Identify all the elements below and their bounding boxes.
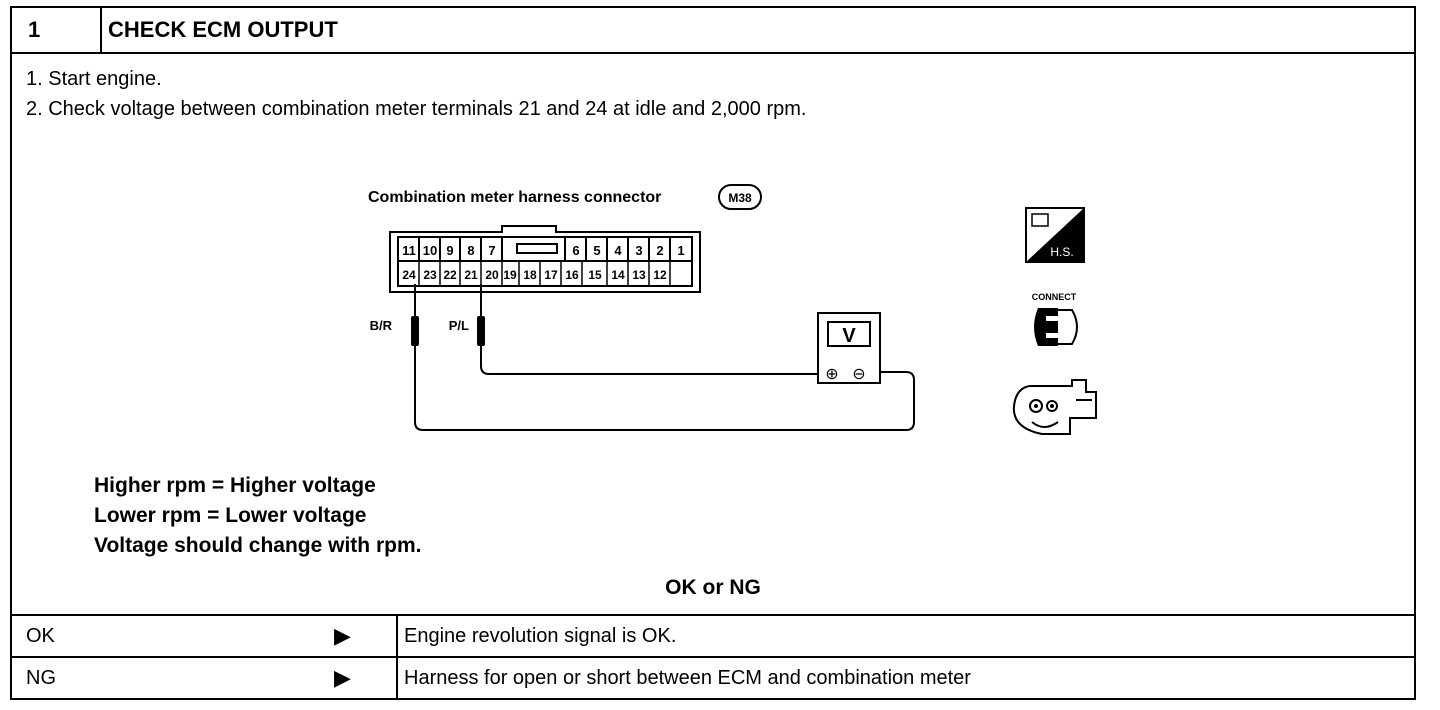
wire-b-r <box>414 346 915 431</box>
wire-p-l <box>480 346 820 375</box>
step-title: CHECK ECM OUTPUT <box>108 17 338 42</box>
procedure-sheet: 1 CHECK ECM OUTPUT 1. Start engine. 2. C… <box>10 6 1416 700</box>
terminal-9: 9 <box>446 243 453 258</box>
result-ng-text: Harness for open or short between ECM an… <box>404 667 971 689</box>
probe-p-l: P/L <box>449 284 485 346</box>
wiring-diagram: Combination meter harness connector M38 <box>368 184 1097 435</box>
wire-label-p-l: P/L <box>449 318 469 333</box>
step-number: 1 <box>12 8 102 52</box>
result-divider <box>396 658 398 698</box>
instruction-step-1: 1. Start engine. <box>26 68 162 90</box>
harness-connector: 11 10 9 8 7 6 5 4 3 2 1 24 23 22 21 20 1… <box>389 225 701 293</box>
terminal-6: 6 <box>572 243 579 258</box>
connector-id-badge <box>718 184 762 210</box>
terminal-17: 17 <box>544 268 558 282</box>
terminal-13: 13 <box>632 268 646 282</box>
voltage-notes: Higher rpm = Higher voltage Lower rpm = … <box>94 471 421 561</box>
terminal-8: 8 <box>467 243 474 258</box>
terminal-22: 22 <box>443 268 457 282</box>
terminal-23: 23 <box>423 268 437 282</box>
terminal-21: 21 <box>464 268 478 282</box>
terminal-16: 16 <box>565 268 579 282</box>
voltmeter: V ⊕ ⊖ <box>817 312 881 384</box>
hs-icon: H.S. <box>1025 207 1085 263</box>
note-lower-rpm: Lower rpm = Lower voltage <box>94 504 367 527</box>
terminal-18: 18 <box>523 268 537 282</box>
probe-b-r: B/R <box>370 284 419 346</box>
result-divider <box>396 616 398 656</box>
result-row-ng: NG ▶ Harness for open or short between E… <box>12 656 1414 698</box>
minus-terminal-icon: ⊖ <box>852 366 865 383</box>
arrow-right-icon: ▶ <box>334 665 351 690</box>
connector-id: M38 <box>728 191 752 205</box>
note-higher-rpm: Higher rpm = Higher voltage <box>94 474 376 497</box>
terminal-19: 19 <box>503 268 517 282</box>
terminal-2: 2 <box>656 243 663 258</box>
terminal-5: 5 <box>593 243 600 258</box>
terminal-11: 11 <box>402 243 416 258</box>
instruction-list: 1. Start engine. 2. Check voltage betwee… <box>26 64 806 124</box>
connector-title: Combination meter harness connector <box>368 189 661 206</box>
plus-terminal-icon: ⊕ <box>825 366 838 383</box>
terminal-3: 3 <box>635 243 642 258</box>
engine-running-icon <box>1012 379 1097 435</box>
terminal-14: 14 <box>611 268 625 282</box>
voltmeter-label: V <box>842 325 856 347</box>
connect-icon-label: CONNECT <box>1032 292 1077 302</box>
result-row-ok: OK ▶ Engine revolution signal is OK. <box>12 614 1414 656</box>
wire-label-b-r: B/R <box>370 318 393 333</box>
terminal-4: 4 <box>614 243 622 258</box>
hs-icon-label: H.S. <box>1050 245 1073 259</box>
terminal-10: 10 <box>423 243 437 258</box>
result-ng-label: NG <box>26 667 56 689</box>
connect-icon: CONNECT <box>1032 292 1078 346</box>
note-voltage-change: Voltage should change with rpm. <box>94 534 422 557</box>
terminal-1: 1 <box>677 243 684 258</box>
terminal-20: 20 <box>485 268 499 282</box>
instruction-step-2: 2. Check voltage between combination met… <box>26 98 807 120</box>
arrow-right-icon: ▶ <box>334 623 351 648</box>
result-ok-text: Engine revolution signal is OK. <box>404 625 677 647</box>
ok-or-ng-label: OK or NG <box>665 576 761 599</box>
result-ok-label: OK <box>26 625 55 647</box>
step-header: 1 CHECK ECM OUTPUT <box>12 8 1414 54</box>
terminal-24: 24 <box>402 268 416 282</box>
terminal-7: 7 <box>488 243 495 258</box>
terminal-12: 12 <box>653 268 667 282</box>
terminal-15: 15 <box>588 268 602 282</box>
